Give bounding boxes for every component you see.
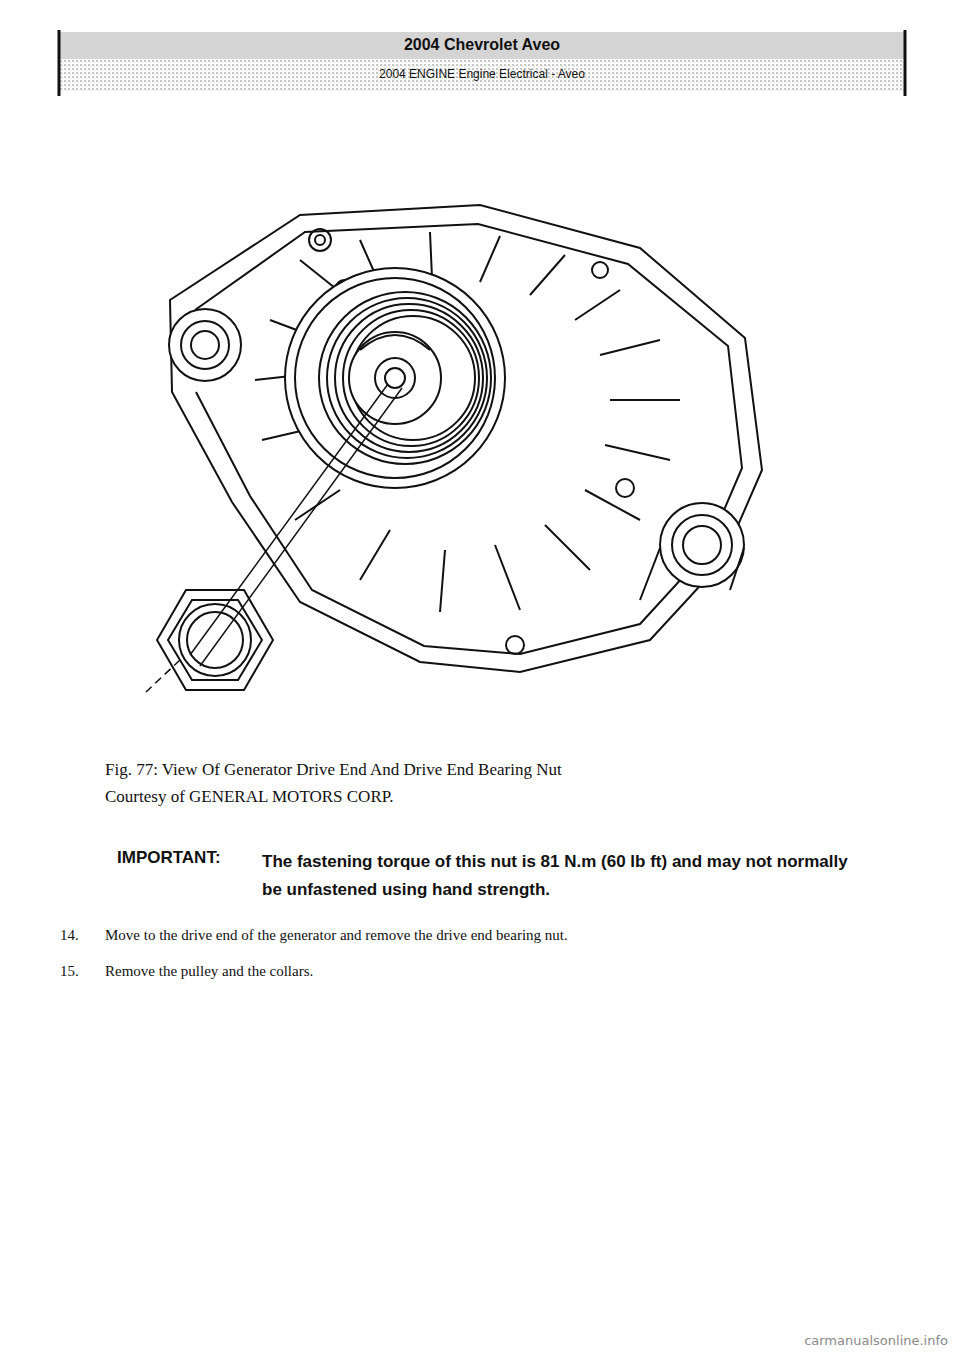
step-text: Remove the pulley and the collars.	[105, 963, 313, 980]
step-number: 14.	[60, 927, 79, 944]
page-title: 2004 Chevrolet Aveo	[404, 36, 560, 54]
step-text: Move to the drive end of the generator a…	[105, 927, 568, 944]
courtesy-line: Courtesy of GENERAL MOTORS CORP.	[105, 787, 394, 807]
section-subtitle: 2004 ENGINE Engine Electrical - Aveo	[379, 67, 585, 81]
watermark: carmanualsonline.info	[804, 1333, 948, 1348]
step-number: 15.	[60, 963, 79, 980]
figure-caption: Fig. 77: View Of Generator Drive End And…	[105, 760, 562, 780]
important-note: The fastening torque of this nut is 81 N…	[262, 848, 862, 904]
important-tag: IMPORTANT:	[117, 848, 221, 868]
